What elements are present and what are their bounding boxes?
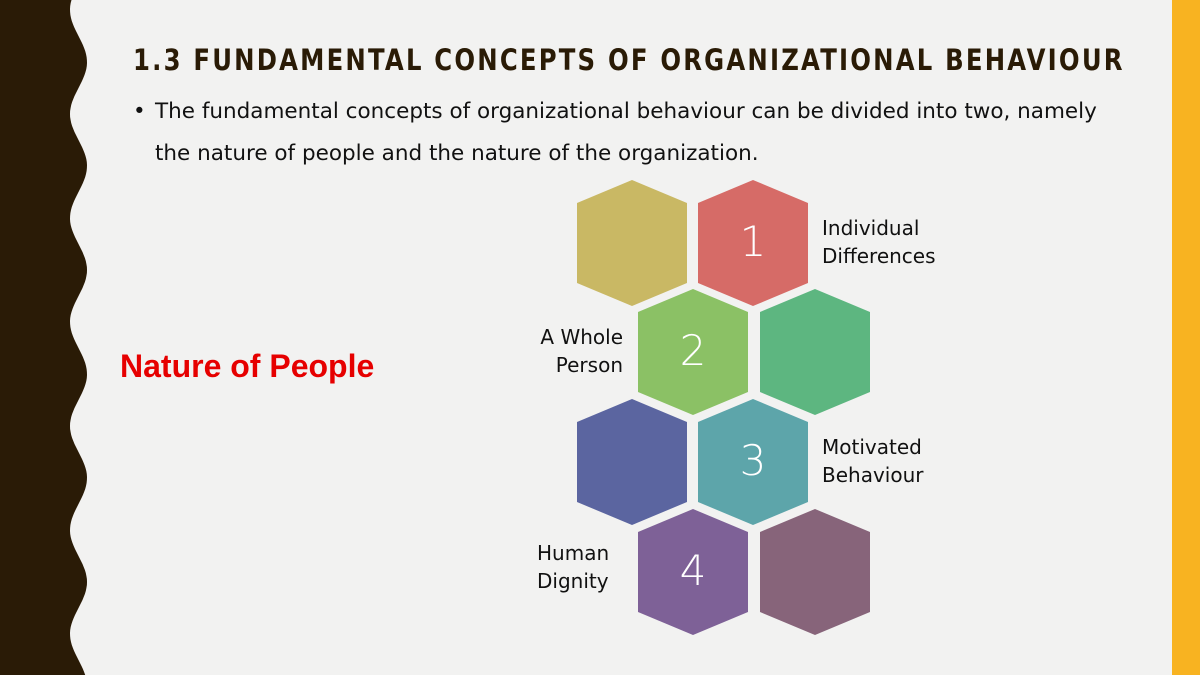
label-line: Person — [555, 353, 623, 377]
hexagon-2 — [698, 180, 808, 306]
hexagon-7 — [638, 509, 748, 635]
hexagon-number-3: 3 — [739, 436, 767, 485]
label-line: Dignity — [537, 569, 609, 593]
label-line: Motivated — [822, 435, 922, 459]
bullet-text: The fundamental concepts of organization… — [155, 99, 1097, 166]
hexagon-6 — [698, 399, 808, 525]
right-accent-bar — [1172, 0, 1200, 675]
label-line: Differences — [822, 244, 936, 268]
bullet-icon: • — [133, 99, 146, 124]
wavy-left-decoration — [0, 0, 87, 675]
hexagon-number-2: 2 — [679, 326, 707, 375]
hexagon-8 — [760, 509, 870, 635]
bullet-paragraph: • The fundamental concepts of organizati… — [133, 91, 1133, 175]
label-human-dignity: Human Dignity — [537, 539, 609, 595]
hexagon-4 — [760, 289, 870, 415]
hexagon-number-4: 4 — [679, 546, 707, 595]
label-a-whole-person: A Whole Person — [500, 323, 623, 379]
label-line: Individual — [822, 216, 920, 240]
slide-title: 1.3 FUNDAMENTAL CONCEPTS OF ORGANIZATION… — [133, 43, 1125, 77]
label-line: A Whole — [540, 325, 623, 349]
hexagon-1 — [577, 180, 687, 306]
section-label-nature-of-people: Nature of People — [120, 348, 375, 384]
label-individual-differences: Individual Differences — [822, 214, 936, 270]
label-motivated-behaviour: Motivated Behaviour — [822, 433, 923, 489]
label-line: Human — [537, 541, 610, 565]
hexagon-5 — [577, 399, 687, 525]
hexagon-3 — [638, 289, 748, 415]
hexagon-number-1: 1 — [739, 217, 767, 266]
label-line: Behaviour — [822, 463, 924, 487]
